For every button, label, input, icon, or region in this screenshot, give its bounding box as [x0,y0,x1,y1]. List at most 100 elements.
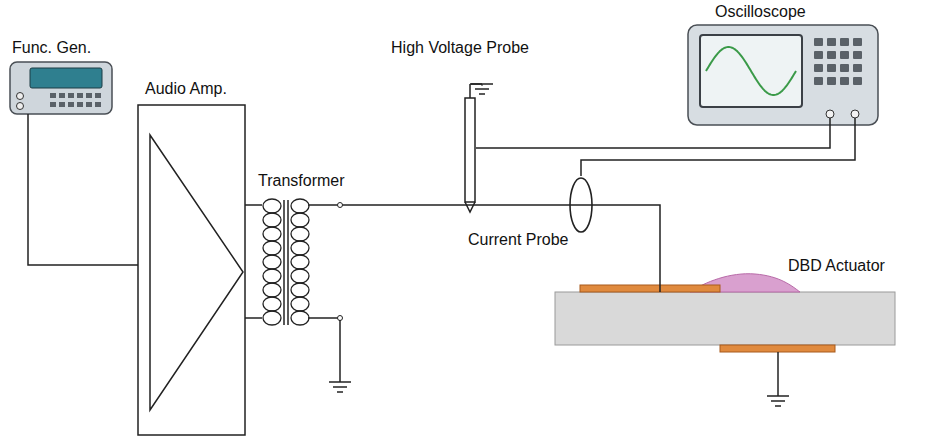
drawing-stroke [263,213,281,227]
drawing-stroke [777,352,779,396]
drawing-stroke [840,77,849,85]
drawing-stroke [840,38,849,46]
wire [28,114,138,265]
drawing-stroke [68,102,74,107]
wire [476,118,830,148]
probe-loop [570,178,592,232]
drawing-stroke [263,283,281,297]
drawing-stroke [291,269,309,283]
drawing-stroke [263,269,281,283]
drawing-stroke [771,400,785,402]
drawing-stroke [814,51,823,59]
drawing-stroke [853,64,862,72]
drawing-stroke [580,285,720,292]
drawing-stroke [50,102,56,107]
drawing-stroke [339,320,341,382]
wire [581,118,855,166]
actuator-box: DBD Actuator [555,292,895,345]
drawing-stroke [77,102,83,107]
drawing-stroke [263,199,309,325]
drawing-stroke [814,38,862,85]
drawing-stroke [291,199,309,213]
drawing-stroke [263,255,281,269]
drawing-stroke [775,405,781,407]
drawing-stroke [555,292,895,345]
drawing-stroke [479,93,485,95]
drawing-stroke [475,88,489,90]
drawing-stroke [853,38,862,46]
drawing-stroke [17,103,24,110]
device-label: Transformer [258,171,345,190]
drawing-stroke [465,98,475,202]
drawing-stroke [68,93,74,98]
transformer-symbol [263,199,348,382]
drawing-stroke [291,227,309,241]
drawing-stroke [827,51,836,59]
drawing-stroke [138,105,245,435]
drawing-stroke [86,93,92,98]
probe-box: High Voltage Probe [464,98,476,212]
drawing-stroke [329,381,351,383]
drawing-stroke [95,102,101,107]
drawing-stroke [720,345,835,352]
drawing-stroke [465,202,475,212]
drawing-stroke [291,311,309,325]
drawing-stroke [86,102,92,107]
drawing-stroke [59,93,65,98]
drawing-stroke [851,110,859,118]
drawing-stroke [308,317,340,319]
device-label: Audio Amp. [145,79,227,98]
drawing-stroke [338,203,343,208]
drawing-stroke [291,255,309,269]
drawing-stroke [469,84,471,98]
drawing-stroke [59,102,65,107]
drawing-stroke [338,316,343,321]
drawing-stroke [471,83,493,85]
drawing-stroke [263,311,281,325]
drawing-stroke [287,200,289,325]
probe-cable [580,166,582,176]
drawing-stroke [853,77,862,85]
drawing-stroke [814,38,823,46]
drawing-stroke [263,227,281,241]
drawing-stroke [50,93,101,107]
drawing-stroke [245,317,262,319]
drawing-stroke [700,35,802,107]
device-label: Oscilloscope [715,2,806,21]
drawing-stroke [291,283,309,297]
drawing-stroke [688,25,878,125]
drawing-stroke [150,135,243,410]
drawing-stroke [827,64,836,72]
drawing-stroke [17,93,24,100]
drawing-stroke [283,200,285,325]
drawing-stroke [77,93,83,98]
drawing-stroke [263,199,281,213]
drawing-stroke [337,391,343,393]
instrument-box: Func. Gen. [10,62,112,114]
instrument-box: Oscilloscope [688,25,878,125]
drawing-stroke [95,93,101,98]
drawing-stroke [333,386,347,388]
ground-symbol [329,84,789,406]
device-label: DBD Actuator [788,256,885,275]
amplifier-symbol [138,105,262,435]
device-label: Func. Gen. [12,38,91,57]
wire [245,204,262,206]
drawing-stroke [10,62,112,114]
wire [348,205,660,292]
function-generator-symbol [10,62,112,114]
drawing-stroke [767,395,789,397]
probe-box: Current Probe [568,176,594,234]
drawing-stroke [827,38,836,46]
drawing-stroke [826,110,834,118]
probe-loop [568,176,594,234]
oscilloscope-symbol [688,25,878,125]
drawing-stroke [840,64,849,72]
drawing-stroke [840,51,849,59]
transformer-box: Transformer [258,195,348,335]
actuator-symbol [555,274,895,396]
